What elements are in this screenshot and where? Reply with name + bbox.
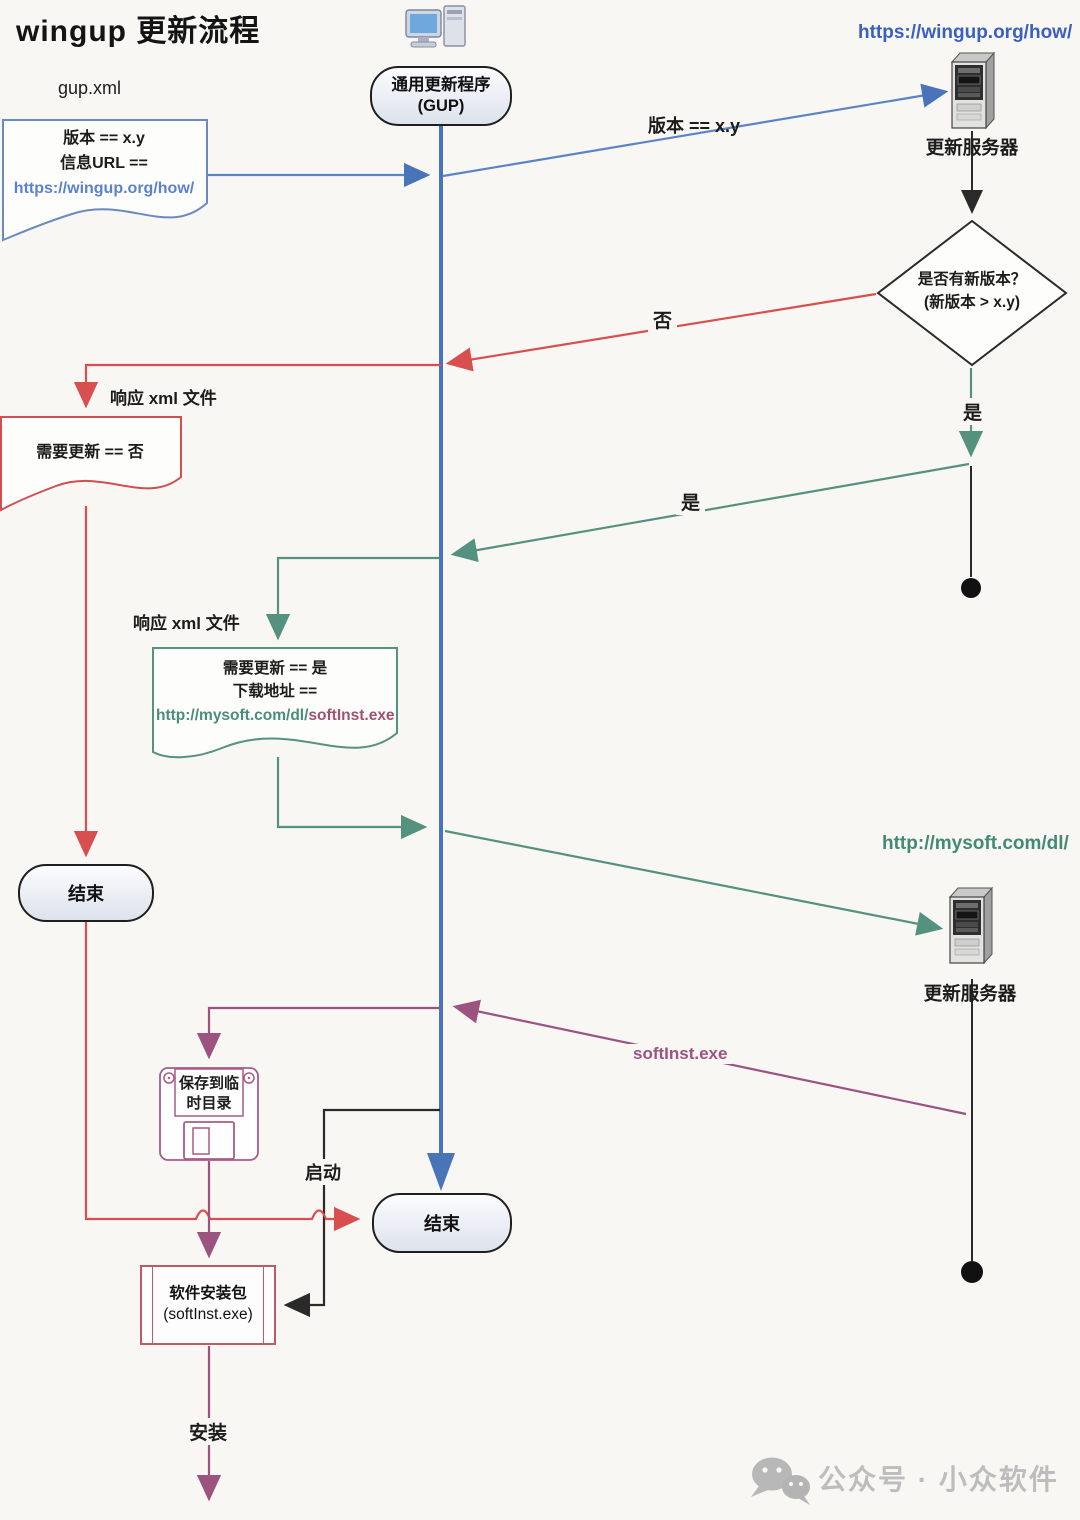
doc-yes-url: http://mysoft.com/dl/ — [156, 706, 309, 724]
watermark-text: 公众号 · 小众软件 — [818, 1464, 1059, 1495]
edge-gup-to-dl-server — [444, 829, 944, 936]
edge-label-no: 否 — [648, 306, 678, 333]
document-yes-update-text: 需要更新 == 是 下载地址 == http://mysoft.com/dl/s… — [156, 657, 395, 727]
wechat-icon — [751, 1457, 810, 1505]
document-gup-xml — [1, 119, 208, 242]
edge-label-yes-down: 是 — [958, 398, 988, 425]
server-dl-url: http://mysoft.com/dl/ — [882, 833, 1069, 854]
edge-label-resp-no: 响应 xml 文件 — [110, 389, 217, 408]
edge-label-launch: 启动 — [300, 1159, 346, 1185]
edge-label-softinst: softInst.exe — [628, 1044, 733, 1064]
gup-xml-line1: 版本 == x.y — [63, 130, 145, 147]
server-top-label: 更新服务器 — [925, 137, 1019, 158]
decision-line1: 是否有新版本？ — [917, 271, 1027, 288]
edge-label-install: 安装 — [184, 1418, 233, 1445]
gup-line1: 通用更新程序 — [391, 76, 491, 95]
document-no-update — [0, 416, 182, 512]
server-top-url: https://wingup.org/how/ — [858, 22, 1073, 43]
edge-save-temp — [196, 1006, 439, 1060]
decision-text: 是否有新版本？ (新版本 > x.y) — [886, 268, 1058, 315]
edge-gup-lifeline — [427, 122, 455, 1191]
doc-yes-line1: 需要更新 == 是 — [222, 660, 328, 677]
floppy-save-icon — [159, 1067, 259, 1161]
edge-resp-no-doc — [73, 363, 441, 409]
edge-label-yes-diag: 是 — [676, 488, 706, 515]
edge-label-version: 版本 == x.y — [648, 116, 741, 136]
decision-line2: (新版本 > x.y) — [923, 294, 1021, 312]
gup-line2: (GUP) — [417, 97, 465, 115]
gup-xml-url: https://wingup.org/how/ — [13, 179, 195, 197]
edge-launch — [283, 1108, 440, 1318]
server-dl-label: 更新服务器 — [923, 983, 1017, 1004]
server-icon — [949, 887, 993, 964]
document-yes-update — [152, 647, 398, 759]
doc-yes-file: softInst.exe — [308, 706, 395, 724]
installer-line2: (softInst.exe) — [163, 1306, 253, 1323]
installer-side-bars — [152, 1267, 264, 1343]
edge-yes-to-gup — [450, 462, 970, 563]
node-end-center: 结束 — [372, 1193, 512, 1253]
edge-doc-yes-to-gup — [276, 757, 428, 840]
server-icon — [951, 52, 995, 129]
page-title: wingup 更新流程 — [16, 15, 261, 48]
node-save-temp-text: 保存到临时目录 — [178, 1075, 239, 1112]
node-end-left: 结束 — [18, 864, 154, 922]
decision-diamond — [876, 219, 1068, 367]
gup-xml-line2: 信息URL == — [60, 154, 148, 172]
edge-yes-terminator — [961, 466, 981, 598]
edge-label-resp-yes: 响应 xml 文件 — [133, 614, 240, 633]
document-no-update-text: 需要更新 == 否 — [36, 444, 144, 461]
doc-yes-line2: 下载地址 == — [232, 683, 318, 701]
document-gup-xml-text: 版本 == x.y 信息URL == https://wingup.org/ho… — [4, 127, 204, 201]
doc-yes-line3: http://mysoft.com/dl/softInst.exe — [156, 704, 395, 727]
computer-icon — [405, 5, 466, 48]
edge-dl-terminator — [961, 979, 983, 1283]
node-gup: 通用更新程序 (GUP) — [370, 66, 512, 126]
gup-xml-caption: gup.xml — [58, 78, 122, 98]
node-installer: 软件安装包 (softInst.exe) — [140, 1265, 276, 1345]
edge-version-to-server — [442, 83, 949, 178]
installer-line1: 软件安装包 — [169, 1285, 247, 1303]
edge-resp-yes-doc — [265, 556, 439, 641]
